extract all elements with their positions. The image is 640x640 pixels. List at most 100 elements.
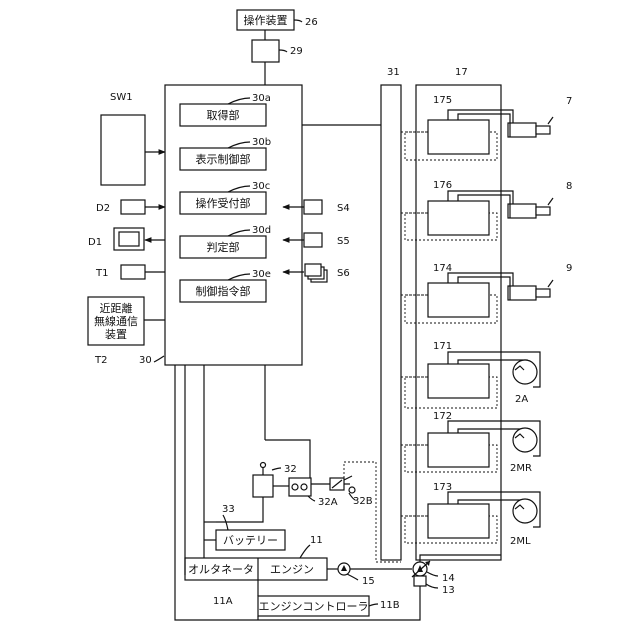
engine-label: エンジン (270, 563, 314, 576)
leader-8 (548, 198, 553, 205)
ref-2ml: 2ML (510, 536, 531, 547)
ref-7: 7 (566, 96, 572, 107)
ref-30: 30 (139, 355, 152, 366)
ref-29: 29 (290, 46, 303, 57)
valve-172 (428, 421, 540, 467)
device-t1 (121, 265, 145, 279)
ref-31: 31 (387, 67, 400, 78)
sensor-s6 (305, 264, 327, 282)
leader-11b (369, 604, 378, 606)
ref-11b: 11B (380, 600, 400, 611)
valve-frame-17 (416, 85, 501, 560)
leader-9 (548, 280, 553, 287)
interface-29 (252, 40, 279, 62)
ref-30a: 30a (252, 93, 271, 104)
controller-30 (165, 85, 302, 365)
ref-175: 175 (433, 95, 452, 106)
control-command-unit-label: 制御指令部 (196, 284, 251, 298)
leader-15 (347, 574, 358, 580)
alternator-label: オルタネータ (188, 563, 254, 576)
ref-d1: D1 (88, 237, 102, 248)
ref-11a: 11A (213, 596, 233, 607)
ref-s6: S6 (337, 268, 350, 279)
ref-30e: 30e (252, 269, 271, 280)
ref-sw1: SW1 (110, 92, 133, 103)
ref-9: 9 (566, 263, 572, 274)
ref-t1: T1 (95, 268, 108, 279)
ref-t2: T2 (94, 355, 107, 366)
battery-33: バッテリー (216, 530, 285, 550)
component-13 (414, 576, 426, 586)
engine-alternator-11: オルタネータ エンジン (185, 558, 327, 580)
pump-15 (338, 563, 350, 575)
determination-unit-label: 判定部 (207, 240, 240, 254)
nfc-label-line3: 装置 (105, 328, 127, 341)
leader-30 (154, 356, 164, 362)
ref-33: 33 (222, 504, 235, 515)
near-field-comm-device: 近距離 無線通信 装置 (88, 297, 144, 345)
acquisition-unit: 取得部 (180, 104, 266, 126)
ref-17: 17 (455, 67, 468, 78)
ref-d2: D2 (96, 203, 110, 214)
engine-controller-11b: エンジンコントローラ (258, 596, 369, 616)
valve-173 (428, 492, 540, 538)
leader-29 (279, 50, 287, 52)
ref-30c: 30c (252, 181, 270, 192)
ref-13: 13 (442, 585, 455, 596)
ref-176: 176 (433, 180, 452, 191)
display-d1 (114, 228, 144, 250)
ref-s5: S5 (337, 236, 350, 247)
pump-14 (412, 561, 430, 577)
nfc-label-line1: 近距離 (100, 301, 133, 315)
leader-7 (548, 117, 553, 124)
ref-2mr: 2MR (510, 463, 532, 474)
engine-controller-label: エンジンコントローラ (259, 600, 369, 613)
ref-172: 172 (433, 411, 452, 422)
valve-171 (428, 352, 540, 398)
leader-32a (308, 496, 315, 501)
valve-32b (330, 476, 355, 493)
display-control-unit: 表示制御部 (180, 148, 266, 170)
determination-unit: 判定部 (180, 236, 266, 258)
operation-device: 操作装置 (237, 10, 294, 30)
operation-device-label: 操作装置 (244, 13, 288, 27)
ref-173: 173 (433, 482, 452, 493)
ref-2a: 2A (515, 394, 528, 405)
display-control-unit-label: 表示制御部 (196, 152, 251, 166)
switch-sw1 (101, 115, 145, 185)
leader-26 (294, 20, 302, 22)
component-32 (253, 463, 273, 498)
ref-14: 14 (442, 573, 455, 584)
ref-32a: 32A (318, 497, 338, 508)
ref-32: 32 (284, 464, 297, 475)
ref-15: 15 (362, 576, 375, 587)
device-d2 (121, 200, 145, 214)
operation-reception-unit: 操作受付部 (180, 192, 266, 214)
ref-s4: S4 (337, 203, 350, 214)
control-command-unit: 制御指令部 (180, 280, 266, 302)
valve-176 (428, 191, 550, 235)
ref-171: 171 (433, 341, 452, 352)
operation-reception-unit-label: 操作受付部 (196, 196, 251, 210)
bus-31 (381, 85, 401, 560)
valve-174 (428, 273, 550, 317)
nfc-label-line2: 無線通信 (94, 314, 138, 328)
ref-32b: 32B (353, 496, 373, 507)
leader-14 (427, 572, 438, 576)
acquisition-unit-label: 取得部 (207, 108, 240, 122)
sensor-s5 (304, 233, 322, 247)
leader-13 (426, 584, 438, 588)
ref-26: 26 (305, 17, 318, 28)
battery-label: バッテリー (223, 534, 278, 547)
ref-174: 174 (433, 263, 452, 274)
ref-11: 11 (310, 535, 323, 546)
ref-8: 8 (566, 181, 572, 192)
sensor-s4 (304, 200, 322, 214)
ref-30d: 30d (252, 225, 271, 236)
leader-11 (300, 545, 310, 558)
pump14-to-frame (420, 555, 501, 562)
ref-30b: 30b (252, 137, 271, 148)
valve-175 (428, 110, 550, 154)
leader-32 (272, 468, 281, 470)
